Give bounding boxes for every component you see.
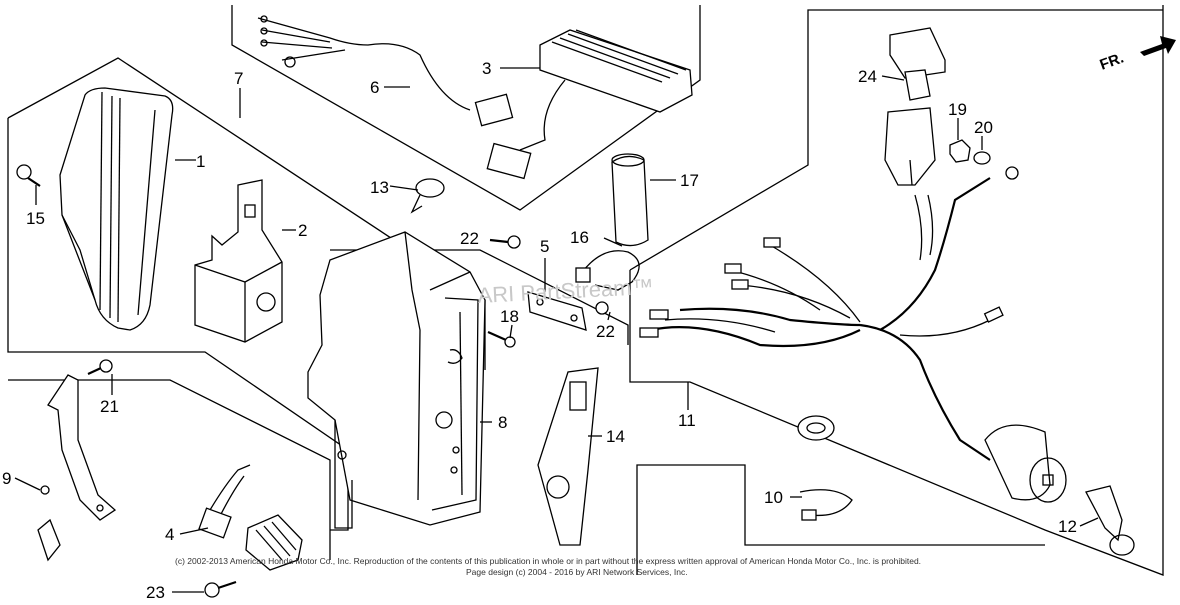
callout-22-lower[interactable]: 22 bbox=[596, 322, 615, 341]
part-11-main-harness[interactable] bbox=[639, 166, 1019, 461]
callout-10[interactable]: 10 bbox=[764, 488, 783, 507]
part-18-bolt[interactable] bbox=[487, 330, 516, 348]
part-3-regulator[interactable] bbox=[486, 29, 693, 180]
group-outline-left bbox=[7, 118, 349, 531]
callout-11[interactable]: 11 bbox=[678, 411, 696, 430]
grommet[interactable] bbox=[797, 415, 835, 441]
callout-9[interactable]: 9 bbox=[2, 469, 11, 488]
callout-4[interactable]: 4 bbox=[165, 525, 174, 544]
part-9-bracket[interactable] bbox=[37, 374, 117, 562]
part-15-screw[interactable] bbox=[16, 164, 41, 187]
callout-21[interactable]: 21 bbox=[100, 397, 119, 416]
callout-3[interactable]: 3 bbox=[482, 59, 491, 78]
callout-13[interactable]: 13 bbox=[370, 178, 389, 197]
part-17-sleeve[interactable] bbox=[611, 153, 649, 247]
callout-16[interactable]: 16 bbox=[570, 228, 589, 247]
callout-23[interactable]: 23 bbox=[146, 583, 165, 602]
part-22-screw-upper[interactable] bbox=[489, 235, 521, 249]
callout-5[interactable]: 5 bbox=[540, 237, 549, 256]
part-19-nut[interactable] bbox=[949, 139, 971, 163]
part-22-screw-lower[interactable] bbox=[595, 301, 609, 315]
group-outline-harness-top bbox=[629, 9, 1163, 271]
part-4-heatsink[interactable] bbox=[198, 464, 303, 571]
callout-12[interactable]: 12 bbox=[1058, 517, 1077, 536]
front-direction-marker: FR. bbox=[1098, 36, 1176, 74]
part-2-bracket[interactable] bbox=[194, 179, 283, 343]
callout-17[interactable]: 17 bbox=[680, 171, 699, 190]
callout-numbers: 1 2 3 4 5 6 7 8 9 10 11 12 13 14 15 16 1… bbox=[2, 59, 1077, 602]
part-12-ignition-switch[interactable] bbox=[984, 424, 1135, 556]
part-14-plate[interactable] bbox=[537, 367, 599, 546]
front-label: FR. bbox=[1098, 50, 1127, 74]
part-5-plate[interactable] bbox=[527, 291, 587, 331]
callout-15[interactable]: 15 bbox=[26, 209, 45, 228]
watermark: ARI PartStream™ bbox=[477, 274, 654, 308]
part-10-clip[interactable] bbox=[799, 489, 853, 521]
callout-24[interactable]: 24 bbox=[858, 67, 877, 86]
part-8-control-box[interactable] bbox=[307, 231, 486, 529]
part-16-clamp[interactable] bbox=[575, 250, 640, 291]
callout-19[interactable]: 19 bbox=[948, 100, 967, 119]
callout-14[interactable]: 14 bbox=[606, 427, 625, 446]
group-outline-bracket bbox=[8, 379, 331, 560]
footer-design: Page design (c) 2004 - 2016 by ARI Netwo… bbox=[466, 567, 688, 577]
callout-8[interactable]: 8 bbox=[498, 413, 507, 432]
part-13-clip[interactable] bbox=[410, 178, 445, 214]
group-outline-bottom bbox=[636, 464, 1045, 575]
part-20-washer[interactable] bbox=[973, 151, 991, 165]
callout-1[interactable]: 1 bbox=[196, 152, 205, 171]
part-21-screw[interactable] bbox=[87, 359, 113, 375]
leader-lines bbox=[14, 67, 1099, 593]
callout-20[interactable]: 20 bbox=[974, 118, 993, 137]
callout-2[interactable]: 2 bbox=[298, 221, 307, 240]
callout-6[interactable]: 6 bbox=[370, 78, 379, 97]
part-24-fuse[interactable] bbox=[884, 27, 946, 186]
part-23-bolt[interactable] bbox=[204, 580, 237, 598]
callout-7[interactable]: 7 bbox=[234, 69, 243, 88]
part-1-cover[interactable] bbox=[59, 87, 174, 331]
footer-copyright: (c) 2002-2013 American Honda Motor Co., … bbox=[175, 556, 921, 566]
callout-18[interactable]: 18 bbox=[500, 307, 519, 326]
part-6-wire-harness[interactable] bbox=[257, 15, 514, 127]
group-outline-regulator bbox=[231, 5, 701, 211]
front-arrow-icon bbox=[1140, 36, 1176, 56]
group-outline-harness bbox=[629, 5, 1164, 576]
group-outline-left-top bbox=[7, 57, 486, 370]
callout-22-upper[interactable]: 22 bbox=[460, 229, 479, 248]
